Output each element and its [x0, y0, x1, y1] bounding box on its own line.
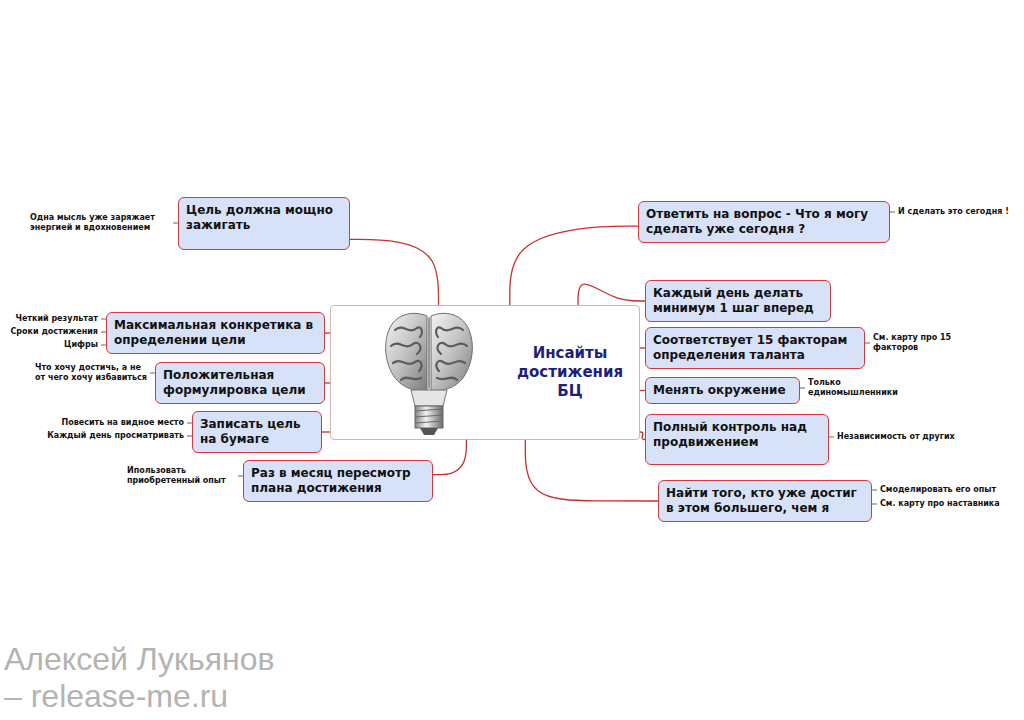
leader-line	[872, 490, 877, 491]
branch-connector	[322, 431, 330, 432]
branch-connector	[578, 284, 645, 305]
branch-note: Сроки достижения	[10, 327, 98, 337]
leader-line	[872, 504, 877, 505]
branch-topic: Менять окружение	[645, 377, 800, 404]
topic-text: Соответствует 15 факторам определения та…	[653, 333, 857, 363]
topic-text: Раз в месяц пересмотр плана достижения	[251, 466, 425, 496]
branch-connector	[433, 440, 466, 475]
branch-note: Независимость от других	[837, 432, 955, 442]
brain-bulb-illustration	[383, 308, 475, 438]
branch-connector	[350, 239, 439, 305]
topic-text: Ответить на вопрос - Что я могу сделать …	[646, 207, 882, 237]
topic-text: Найти того, кто уже достиг в этом больше…	[666, 486, 864, 516]
central-topic: Инсайты достижения БЦ	[330, 305, 640, 440]
branch-note: Одна мысль уже заряжает энергией и вдохн…	[30, 213, 170, 233]
branch-note: Что хочу достичь, а не от чего хочу изба…	[35, 363, 147, 383]
topic-text: Положительная формулировка цели	[163, 368, 317, 398]
leader-line	[800, 388, 805, 389]
branch-note: И сделать это сегодня !	[898, 207, 1009, 217]
branch-note: Каждый день просматривать	[47, 431, 184, 441]
watermark: Алексей Лукьянов	[4, 642, 275, 676]
branch-topic: Раз в месяц пересмотр плана достижения	[243, 460, 433, 502]
watermark: – release-me.ru	[4, 679, 228, 713]
topic-text: Менять окружение	[653, 383, 792, 398]
branch-topic: Записать цель на бумаге	[192, 411, 322, 453]
branch-topic: Полный контроль над продвижением	[645, 414, 829, 465]
topic-text: Инсайты достижения БЦ	[511, 344, 629, 401]
branch-topic: Максимальная конкретика в определении це…	[106, 312, 325, 354]
branch-topic: Каждый день делать минимум 1 шаг вперед	[645, 280, 831, 322]
branch-topic: Положительная формулировка цели	[155, 362, 325, 404]
branch-topic: Найти того, кто уже достиг в этом больше…	[658, 480, 872, 522]
leader-line	[829, 437, 834, 438]
branch-note: Смоделировать его опыт	[880, 485, 996, 495]
branch-note: Четкий результат	[15, 314, 98, 324]
branch-note: См. карту про наставника	[880, 499, 1000, 509]
topic-text: Максимальная конкретика в определении це…	[114, 318, 317, 348]
topic-text: Полный контроль над продвижением	[653, 420, 821, 450]
leader-line	[865, 343, 870, 344]
branch-note: См. карту про 15 факторов	[873, 333, 965, 353]
branch-note: Цифры	[64, 340, 98, 350]
branch-connector	[525, 440, 658, 501]
branch-topic: Соответствует 15 факторам определения та…	[645, 327, 865, 369]
branch-note: Повесить на видное место	[62, 418, 184, 428]
branch-topic: Ответить на вопрос - Что я могу сделать …	[638, 201, 890, 243]
topic-text: Цель должна мощно зажигать	[186, 203, 342, 233]
leader-lines	[101, 212, 895, 504]
leader-line	[890, 212, 895, 213]
branch-connector	[510, 226, 638, 305]
branch-note: Только единомышленники	[808, 378, 908, 398]
branch-topic: Цель должна мощно зажигать	[178, 197, 350, 250]
topic-text: Записать цель на бумаге	[200, 417, 314, 447]
topic-text: Каждый день делать минимум 1 шаг вперед	[653, 286, 823, 316]
branch-note: Ипользовать приобретенный опыт	[127, 466, 235, 486]
